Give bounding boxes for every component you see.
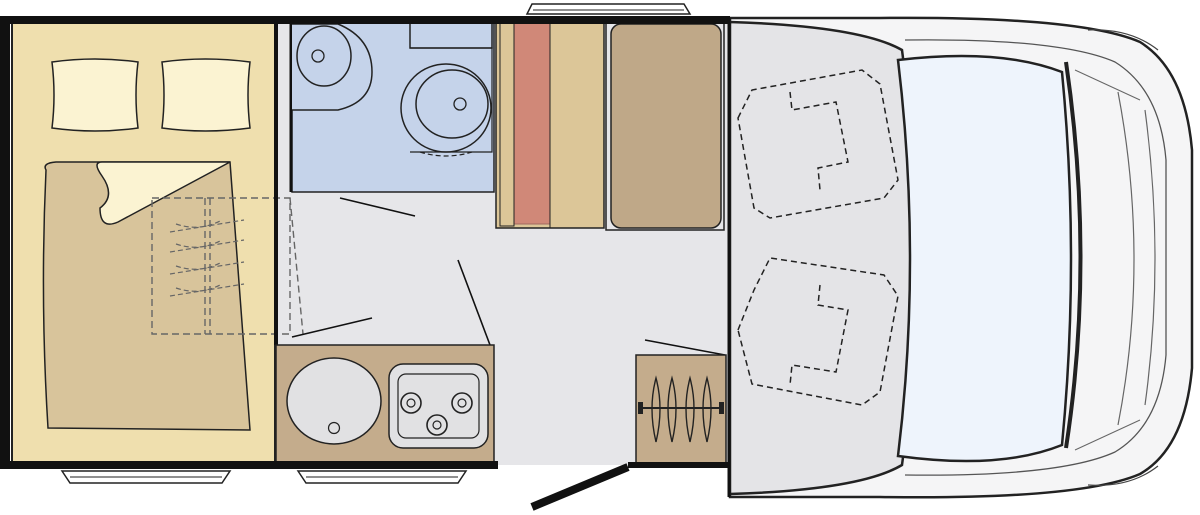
- bedroom: [11, 20, 304, 466]
- pillow-icon: [161, 58, 251, 132]
- hood-line-outer: [1117, 91, 1135, 426]
- door-icon: [530, 463, 630, 511]
- toilet-icon: [400, 21, 493, 157]
- window-icon: [525, 3, 692, 15]
- floor-line-left: [291, 317, 373, 338]
- mirror-top: [1087, 29, 1159, 51]
- hood-line-inner: [1144, 109, 1156, 406]
- seat-icon: [737, 257, 899, 406]
- wardrobe-icon: [495, 21, 605, 229]
- hood-curve: [1064, 61, 1083, 449]
- washbasin-icon: [292, 23, 373, 111]
- pillow-icon: [51, 58, 139, 132]
- floor-divider: [457, 259, 491, 346]
- burner-icon: [426, 414, 448, 436]
- bathroom: [289, 20, 495, 217]
- mattress: [42, 161, 251, 431]
- cab-inner-line: [904, 39, 1167, 476]
- window-icon: [60, 470, 232, 484]
- windshield: [896, 54, 1073, 463]
- kitchen-counter: [275, 344, 495, 464]
- grille-line-top: [1074, 69, 1141, 101]
- outer-walls: [0, 16, 731, 497]
- hanging-rail-icon: [169, 219, 245, 297]
- burner-icon: [400, 392, 422, 414]
- seat-icon: [737, 69, 899, 219]
- hanging-rail-icon: [635, 354, 727, 466]
- floor-line-right: [644, 339, 726, 356]
- duvet-fold: [96, 161, 231, 225]
- window-icon: [296, 470, 468, 484]
- dashboard: [728, 20, 918, 496]
- under-bed-storage-outline: [151, 197, 291, 335]
- wardrobe-icon: [605, 21, 725, 231]
- bathroom-door: [339, 197, 416, 217]
- mirror-bottom: [1087, 465, 1159, 486]
- stove-icon: [388, 363, 489, 449]
- burner-icon: [451, 392, 473, 414]
- sink-icon: [286, 357, 382, 445]
- cab: [728, 16, 1194, 499]
- grille-line-bottom: [1074, 419, 1141, 451]
